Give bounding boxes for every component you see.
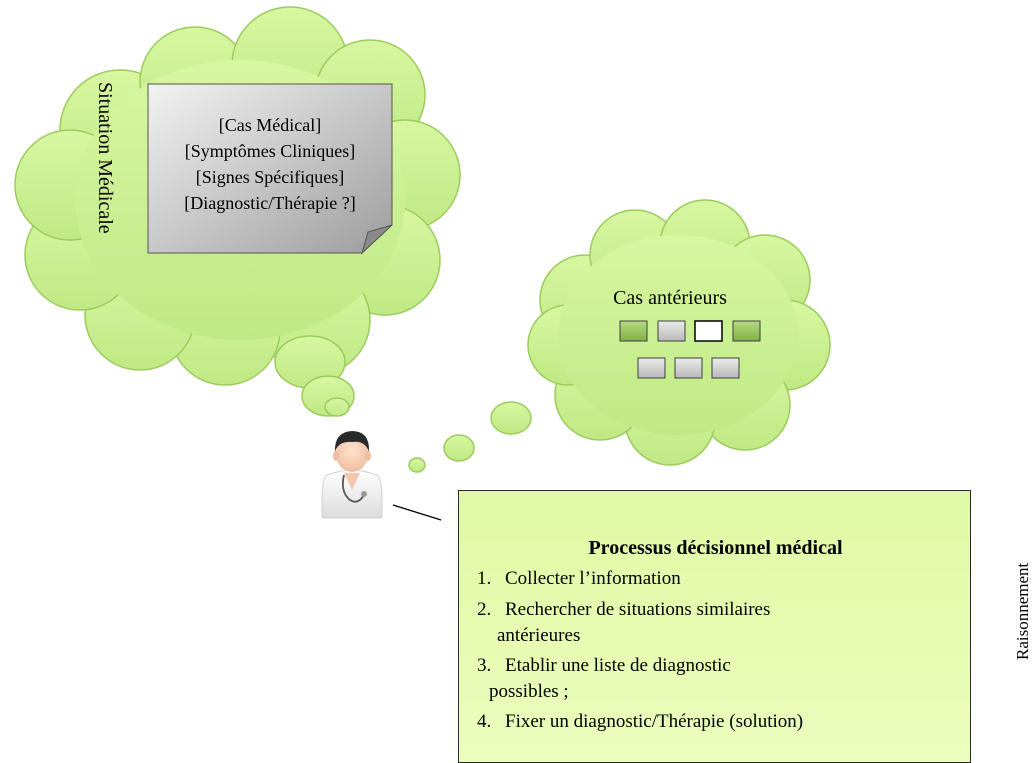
case-square — [694, 320, 723, 342]
process-step-1: 1. Collecter l’information — [477, 566, 681, 592]
note-line: [Diagnostic/Thérapie ?] — [184, 193, 356, 213]
step-text: Collecter l’information — [505, 568, 681, 589]
case-square — [674, 357, 703, 379]
note-line: [Symptômes Cliniques] — [184, 141, 356, 161]
process-box: Processus décisionnel médical 1. Collecte… — [458, 490, 971, 763]
step-number: 2. — [477, 599, 492, 620]
note-line: [Signes Spécifiques] — [195, 167, 345, 187]
doctor-icon — [321, 431, 383, 519]
connector-line — [392, 504, 442, 521]
step-number: 4. — [477, 711, 492, 732]
step-text: Fixer un diagnostic/Thérapie (solution) — [505, 711, 804, 732]
note-line: [Cas Médical] — [218, 115, 322, 135]
situation-label: Situation Médicale — [94, 82, 116, 234]
raisonnement-label: Raisonnement — [1013, 562, 1032, 660]
process-step-2-cont: antérieures — [497, 625, 581, 646]
step-text: Etablir une liste de diagnostic — [505, 655, 731, 676]
thought-bubbles-situation — [274, 335, 355, 417]
case-square — [711, 357, 740, 379]
step-number: 1. — [477, 568, 492, 589]
step-number: 3. — [477, 655, 492, 676]
case-square — [619, 320, 648, 342]
case-squares — [619, 320, 761, 379]
case-square — [732, 320, 761, 342]
step-text: Rechercher de situations similaires — [505, 599, 771, 620]
process-step-3: 3. Etablir une liste de diagnostic — [477, 653, 731, 679]
previous-cases-title: Cas antérieurs — [613, 287, 727, 309]
case-note — [147, 83, 393, 255]
case-square — [657, 320, 686, 342]
case-note-text: [Cas Médical] [Symptômes Cliniques] [Sig… — [150, 112, 390, 216]
process-title: Processus décisionnel médical — [588, 537, 843, 559]
process-step-3-cont: possibles ; — [489, 681, 569, 702]
previous-cases-cloud — [527, 199, 831, 466]
thought-bubbles-cases — [408, 401, 532, 473]
process-step-4: 4. Fixer un diagnostic/Thérapie (solution… — [477, 709, 803, 735]
case-square — [637, 357, 666, 379]
process-step-2: 2. Rechercher de situations similaires — [477, 597, 770, 623]
